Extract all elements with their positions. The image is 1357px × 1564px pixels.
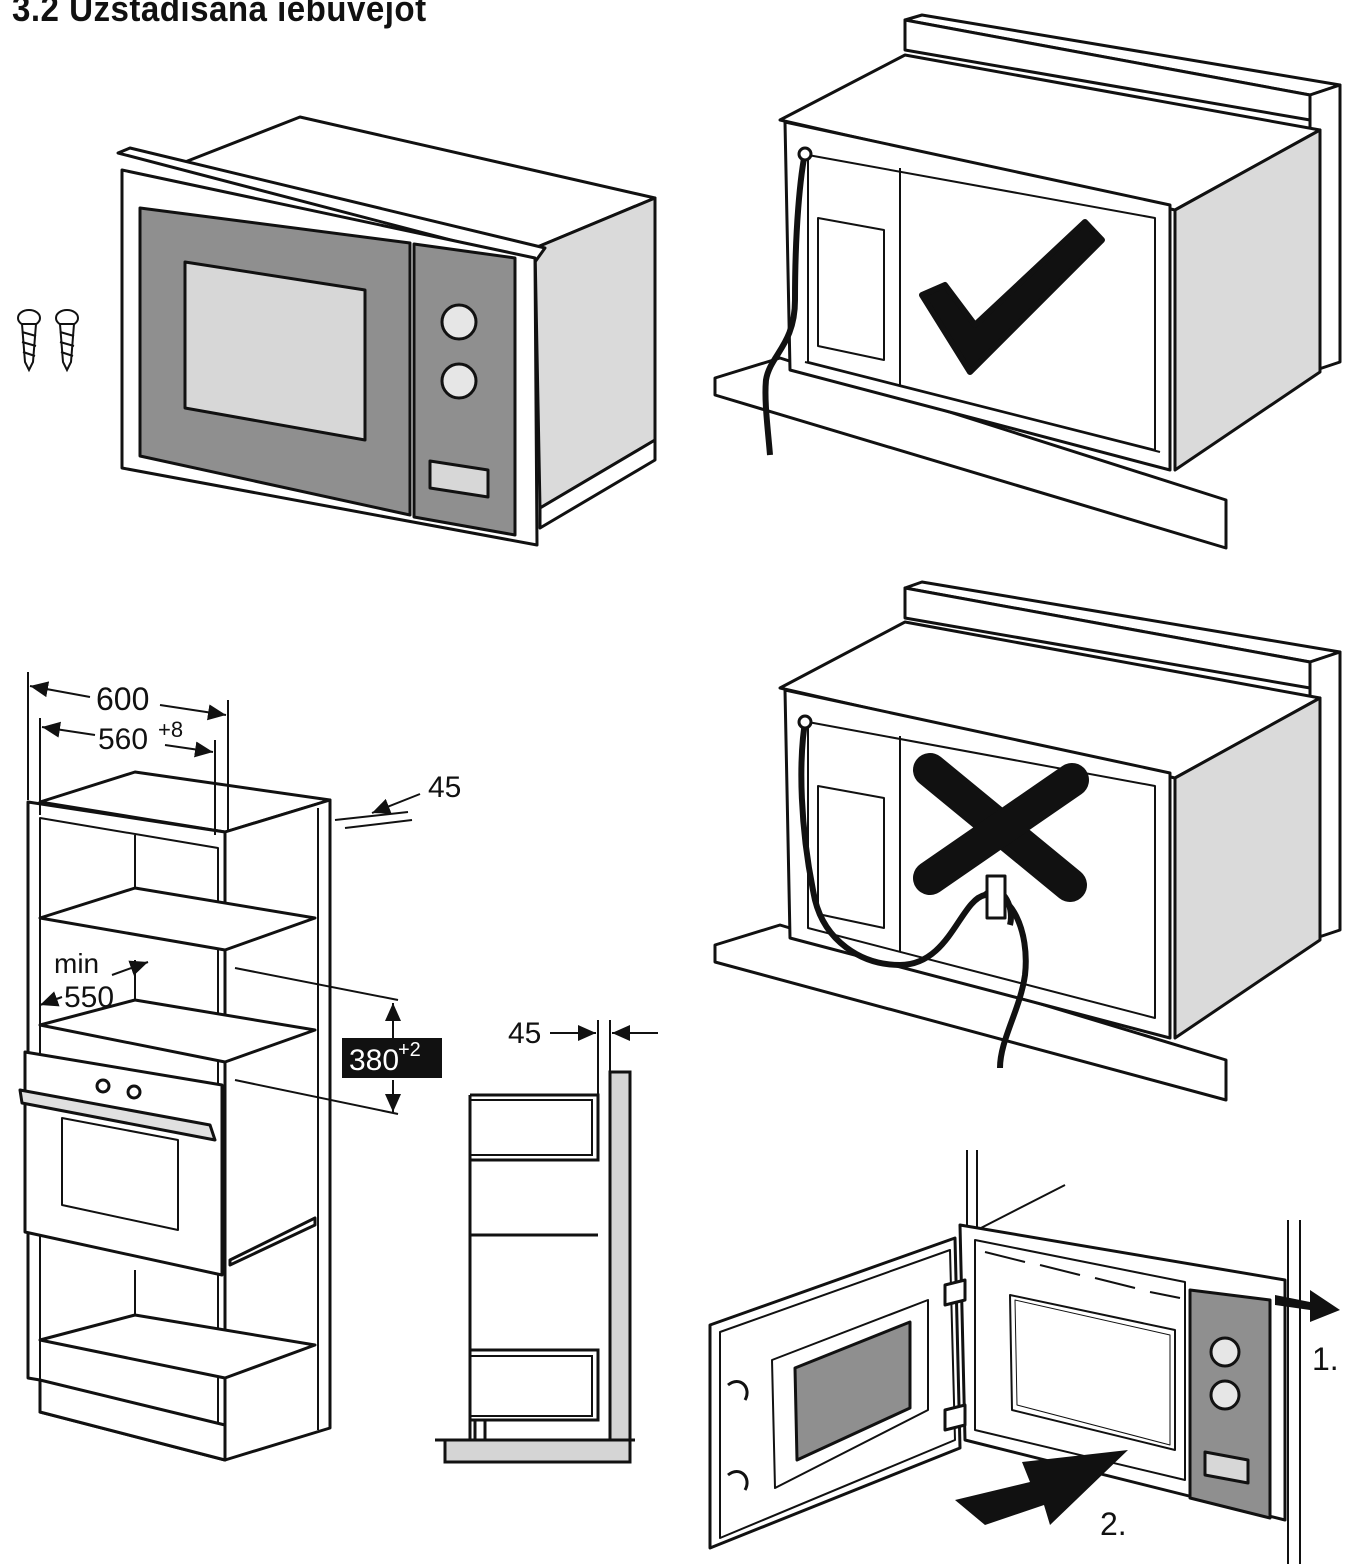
page-title: 3.2 Uzstādīšana iebūvējot [12, 0, 427, 29]
checkmark-icon [919, 219, 1105, 375]
step1-arrow [1275, 1290, 1340, 1322]
microwave-illustration [116, 115, 657, 547]
dim-380-label: 380 [349, 1044, 399, 1077]
dim-550-label: 550 [64, 981, 114, 1014]
step2-label: 2. [1100, 1506, 1127, 1542]
correct-installation-illustration [713, 13, 1342, 550]
step1-label: 1. [1312, 1341, 1339, 1377]
dim-560-label: 560 [98, 723, 148, 756]
dim-45-depth-label: 45 [428, 771, 461, 804]
height-badge: 380 +2 [342, 1038, 442, 1078]
dim-min-label: min [54, 948, 99, 979]
screws-icon [17, 309, 79, 373]
dim-45-side-label: 45 [508, 1017, 541, 1050]
cross-icon [913, 753, 1089, 902]
dim-600-label: 600 [96, 681, 149, 717]
side-section-illustration [435, 1020, 658, 1464]
dimension-lines [27, 672, 421, 1115]
step2-arrow [955, 1450, 1128, 1525]
cabinet-illustration [18, 770, 332, 1462]
open-door-illustration [708, 1150, 1301, 1564]
dim-380-tolerance: +2 [398, 1039, 421, 1061]
dim-560-tolerance: +8 [158, 717, 183, 742]
